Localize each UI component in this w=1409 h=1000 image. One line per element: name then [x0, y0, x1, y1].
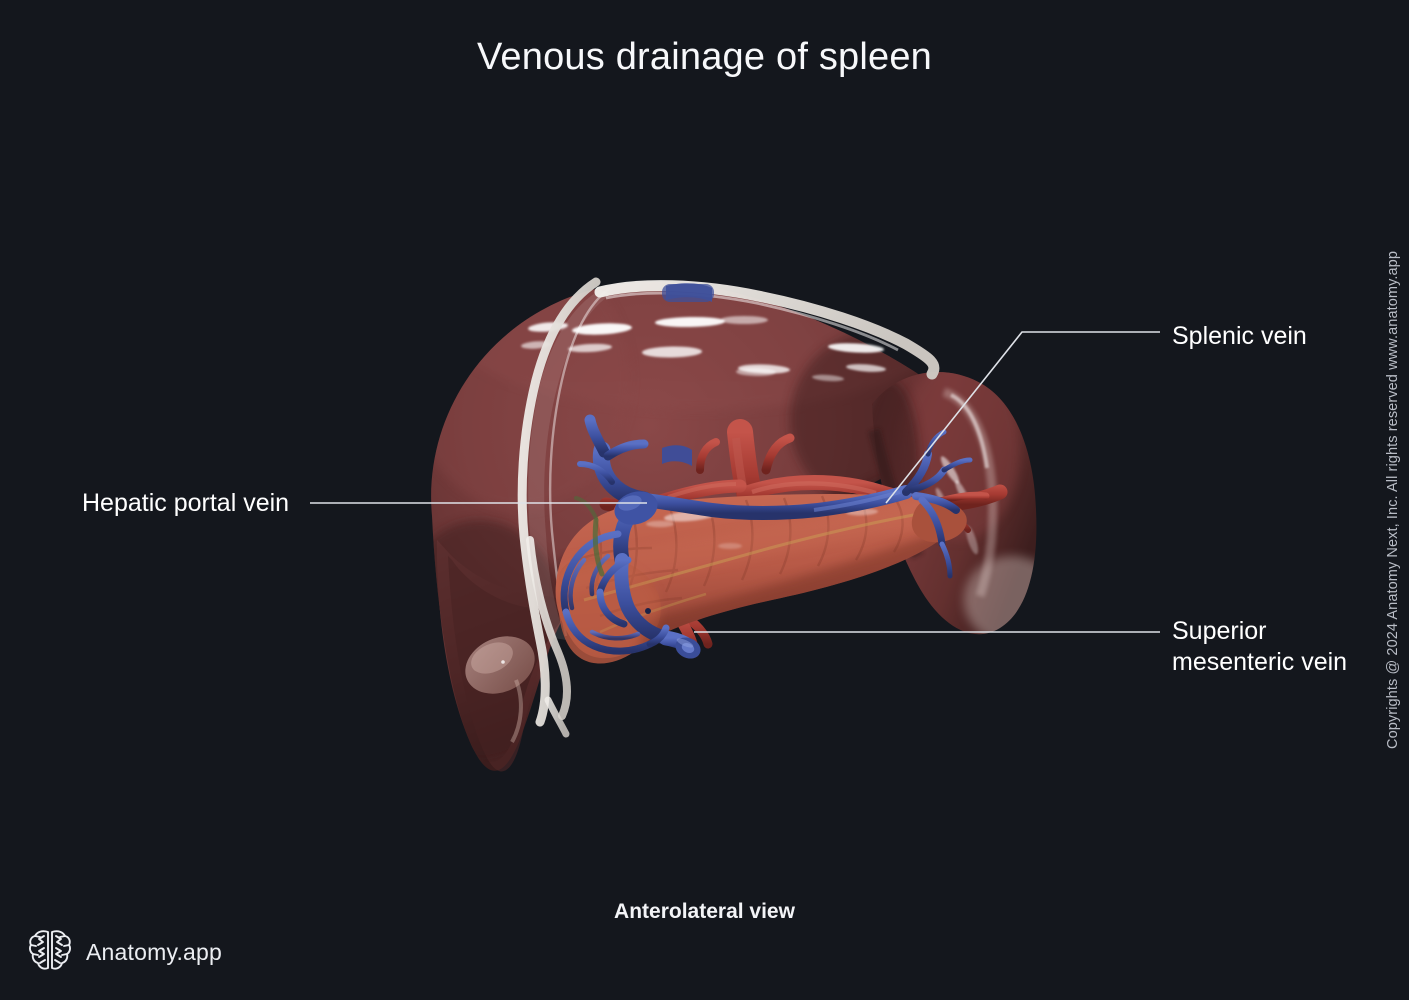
veins [560, 414, 973, 659]
copyright-notice: Copyrights @ 2024 Anatomy Next, Inc. All… [1376, 0, 1409, 1000]
gallbladder [465, 636, 535, 743]
brain-icon [28, 927, 72, 978]
vessel-stubs-behind-liver [662, 283, 714, 302]
view-caption: Anterolateral view [614, 900, 795, 923]
brand-name: Anatomy.app [86, 939, 223, 965]
copyright-text: Copyrights @ 2024 Anatomy Next, Inc. All… [1385, 251, 1401, 749]
superior-mesenteric-vein-path [614, 553, 673, 645]
smv-cut-end [675, 637, 701, 659]
label-superior-mesenteric-vein: Superior mesenteric vein [1172, 617, 1348, 676]
label-hepatic-portal-vein: Hepatic portal vein [82, 489, 290, 517]
brand-logo[interactable]: Anatomy.app [28, 927, 222, 978]
label-splenic-vein: Splenic vein [1172, 322, 1307, 350]
page-title: Venous drainage of spleen [476, 36, 933, 78]
